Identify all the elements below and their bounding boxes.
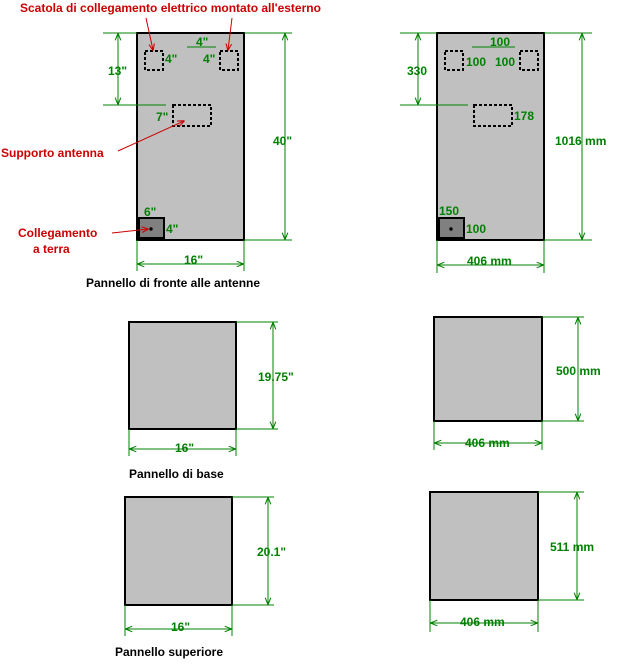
top-panel-metric: 511 mm 406 mm xyxy=(429,491,594,632)
ground-annotation-line2: a terra xyxy=(33,242,70,256)
height-label: 511 mm xyxy=(550,540,594,554)
ground-height-label: 4" xyxy=(166,222,178,236)
top-offset-label: 330 xyxy=(407,64,427,78)
width-label: 16" xyxy=(175,441,194,455)
width-label: 406 mm xyxy=(467,254,512,268)
height-label: 500 mm xyxy=(556,364,601,378)
height-label: 20.1" xyxy=(257,545,286,559)
ground-terminal xyxy=(149,227,153,231)
front-panel-imperial: 40" 13" 4" 4" 4" 7" 6" 4" 16" Pannello d… xyxy=(86,32,292,290)
box-gap-label: 100 xyxy=(490,35,510,49)
base-panel-imperial: 19.75" 16" Pannello di base xyxy=(128,321,294,481)
annotations: Scatola di collegamento elettrico montat… xyxy=(1,1,321,256)
width-label: 16" xyxy=(171,620,190,634)
box-right-label: 100 xyxy=(495,55,515,69)
antenna-support-box xyxy=(473,104,513,127)
width-label: 406 mm xyxy=(465,436,510,450)
front-panel-caption: Pannello di fronte alle antenne xyxy=(86,276,260,290)
junction-box-right xyxy=(219,50,239,71)
support-label: 178 xyxy=(514,109,534,123)
height-label: 1016 mm xyxy=(555,134,606,148)
top-panel-body xyxy=(124,496,233,606)
box-left-label: 4" xyxy=(165,52,177,66)
base-panel-metric: 500 mm 406 mm xyxy=(433,316,601,450)
front-panel-metric-body xyxy=(436,32,545,241)
junction-box-left xyxy=(144,50,164,71)
height-label: 19.75" xyxy=(258,370,294,384)
box-right-label: 4" xyxy=(203,52,215,66)
width-label: 406 mm xyxy=(460,615,505,629)
junction-box-left xyxy=(444,50,464,71)
box-left-label: 100 xyxy=(466,55,486,69)
top-panel-imperial: 20.1" 16" Pannello superiore xyxy=(115,496,286,659)
base-panel-body xyxy=(128,321,237,430)
antenna-support-annotation: Supporto antenna xyxy=(1,146,104,160)
base-panel-caption: Pannello di base xyxy=(129,467,224,481)
base-panel-metric-body xyxy=(433,316,543,422)
box-gap-label: 4" xyxy=(196,35,208,49)
antenna-support-box xyxy=(172,104,212,127)
ground-annotation-line1: Collegamento xyxy=(18,226,97,240)
top-offset-label: 13" xyxy=(108,64,127,78)
ground-width-label: 150 xyxy=(439,204,459,218)
ground-width-label: 6" xyxy=(144,205,156,219)
junction-box-annotation: Scatola di collegamento elettrico montat… xyxy=(20,1,321,15)
ground-terminal xyxy=(449,227,453,231)
top-panel-caption: Pannello superiore xyxy=(115,645,223,659)
width-label: 16" xyxy=(184,253,203,267)
front-panel-metric: 1016 mm 330 100 100 100 178 150 100 406 … xyxy=(400,32,606,273)
ground-height-label: 100 xyxy=(466,222,486,236)
support-label: 7" xyxy=(156,110,168,124)
top-panel-metric-body xyxy=(429,491,539,601)
front-panel-body xyxy=(136,32,245,241)
junction-box-right xyxy=(519,50,539,71)
height-label: 40" xyxy=(273,134,292,148)
